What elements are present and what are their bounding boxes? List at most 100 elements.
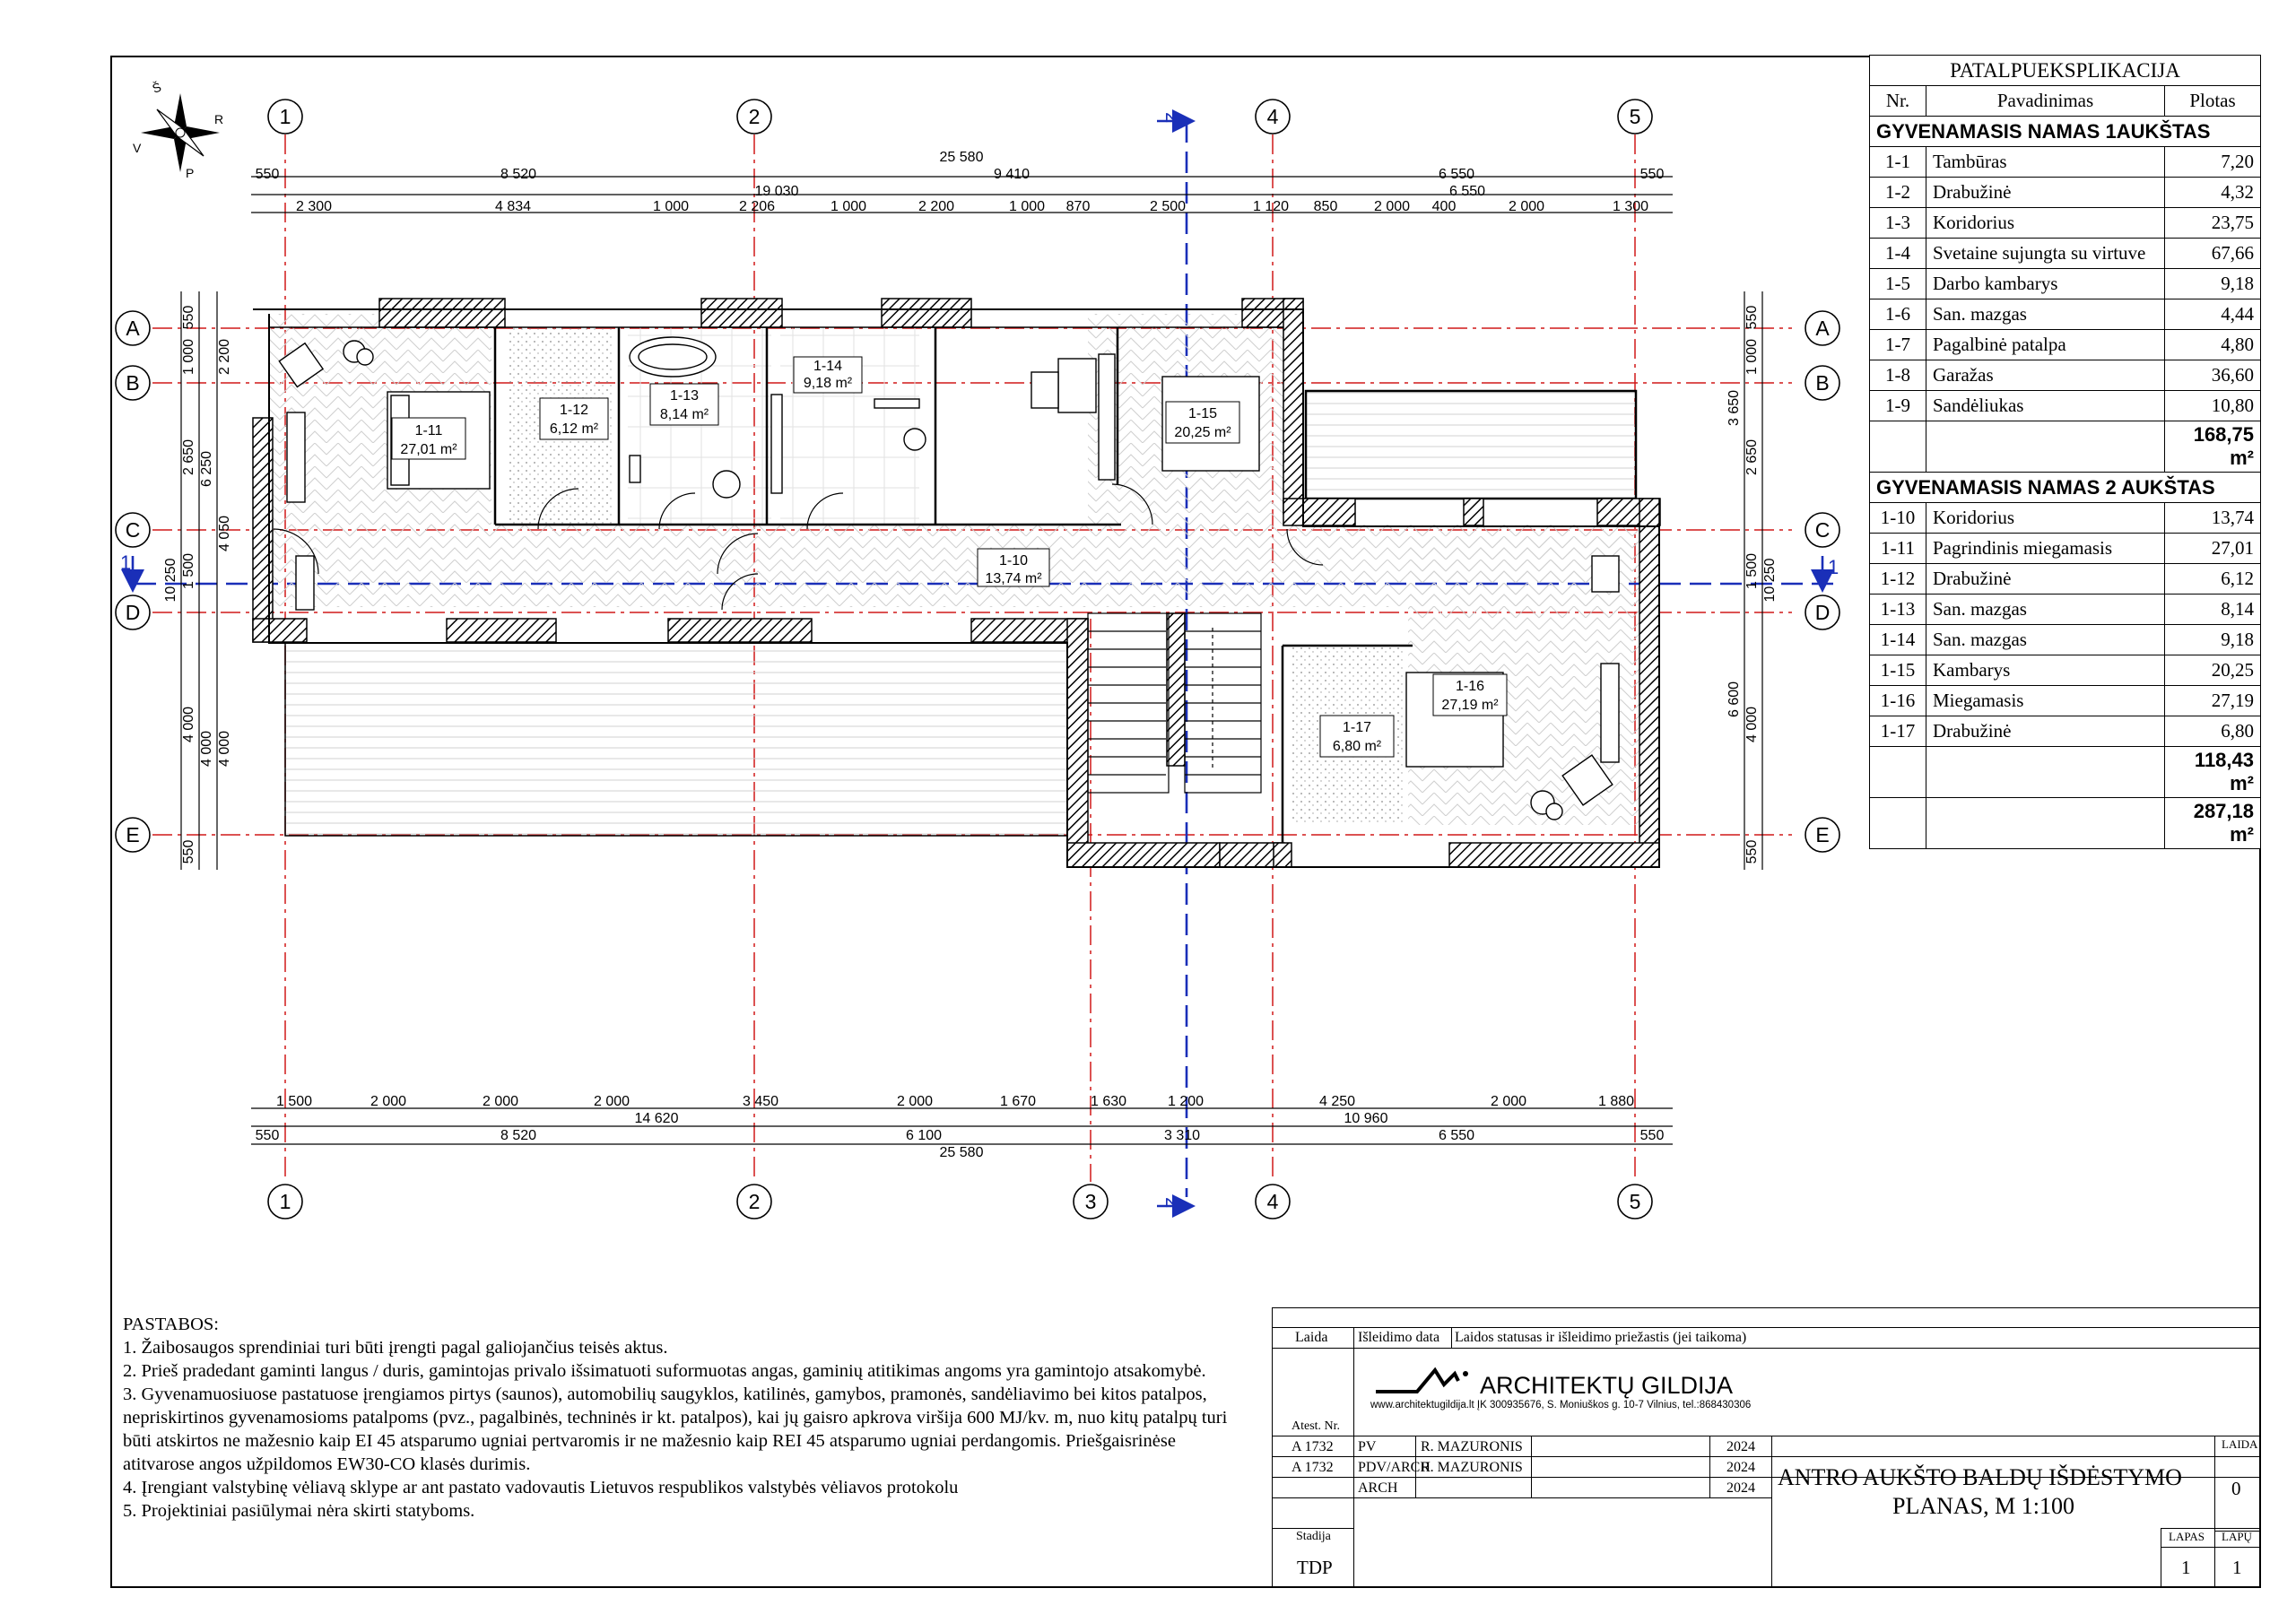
stadija-value: TDP <box>1297 1557 1333 1578</box>
staff-atest: A 1732 <box>1292 1439 1334 1454</box>
col-nr: Nr. <box>1869 85 1926 117</box>
dim-top-r3-1: 4 834 <box>495 199 531 214</box>
isleidimo-data-header: Išleidimo data <box>1358 1330 1440 1345</box>
dim-bot-sub-0: 14 620 <box>635 1111 679 1126</box>
dim-top-r3-13: 2 000 <box>1509 199 1544 214</box>
staff-year: 2024 <box>1726 1480 1755 1496</box>
axis-label-3-bottom: 3 <box>1085 1190 1097 1213</box>
dim-right-5: 10 250 <box>1762 558 1778 602</box>
dim-bot-overall: 25 580 <box>940 1145 984 1160</box>
laida-header: Laida <box>1295 1330 1328 1345</box>
section-floor-2: GYVENAMASIS NAMAS 2 AUKŠTAS <box>1869 472 2261 503</box>
room-id-1-17: 1-17 <box>1343 720 1371 735</box>
section-mark-right: 1 <box>1828 556 1839 578</box>
notes-block: PASTABOS: 1. Žaibosaugos sprendiniai tur… <box>123 1313 1235 1523</box>
dim-top-r3-12: 400 <box>1432 199 1457 214</box>
axis-bubbles-top <box>267 99 1653 135</box>
atest-label: Atest. Nr. <box>1292 1419 1341 1433</box>
col-name: Pavadinimas <box>1926 85 2165 117</box>
dim-bot-r1-5: 2 000 <box>897 1094 933 1109</box>
dim-left-1: 1 000 <box>181 339 196 375</box>
dim-bot-r2-1: 8 520 <box>500 1128 536 1143</box>
terrace-bottom <box>284 642 1068 837</box>
dim-bot-r1-11: 1 880 <box>1598 1094 1634 1109</box>
dim-left-2: 2 200 <box>217 339 232 375</box>
room-area-1-11: 27,01 m² <box>400 442 457 457</box>
dim-right-0: 550 <box>1744 306 1760 330</box>
staff-year: 2024 <box>1726 1439 1755 1454</box>
dim-right-4: 1 500 <box>1744 553 1760 589</box>
explication-title: PATALPUEKSPLIKACIJA <box>1869 55 2261 86</box>
axis-label-C-right: C <box>1815 518 1831 542</box>
dim-top-4: 6 550 <box>1439 167 1474 182</box>
dim-bot-r1-3: 2 000 <box>594 1094 630 1109</box>
lapas-value: 1 <box>2181 1557 2191 1578</box>
section-mark-bottom: 2 <box>1161 1197 1184 1208</box>
dim-left-11: 550 <box>181 840 196 864</box>
axis-label-B-left: B <box>126 371 139 395</box>
dim-top-r3-9: 1 120 <box>1253 199 1289 214</box>
west-label: V <box>133 141 142 155</box>
staircase <box>1087 612 1262 794</box>
dimension-lines <box>180 176 1763 1145</box>
dim-top-r3-5: 2 200 <box>918 199 954 214</box>
lapu-value: 1 <box>2232 1557 2242 1578</box>
note-item: 3. Gyvenamuosiuose pastatuose įrengiamos… <box>123 1384 1228 1474</box>
axis-label-A-left: A <box>126 317 140 340</box>
dim-top-r3-4: 1 000 <box>831 199 866 214</box>
laida-value: 0 <box>2231 1478 2241 1499</box>
col-area: Plotas <box>2164 85 2261 117</box>
laidos-statusas-header: Laidos statusas ir išleidimo priežastis … <box>1455 1330 1747 1345</box>
dim-bot-r1-2: 2 000 <box>483 1094 518 1109</box>
axis-label-D-right: D <box>1815 601 1831 624</box>
room-id-1-14: 1-14 <box>813 359 842 374</box>
note-item: 2. Prieš pradedant gaminti langus / duri… <box>123 1361 1206 1381</box>
room-id-1-15: 1-15 <box>1188 406 1217 421</box>
dim-top-r3-8: 2 500 <box>1150 199 1186 214</box>
dim-left-10: 4 000 <box>217 731 232 767</box>
room-tags <box>391 356 1508 758</box>
lapas-label: LAPAS <box>2169 1530 2205 1543</box>
dim-top-r3-3: 2 206 <box>739 199 775 214</box>
east-label: R <box>214 112 223 126</box>
dim-right-8: 550 <box>1744 840 1760 864</box>
dim-bot-r2-4: 6 550 <box>1439 1128 1474 1143</box>
axis-label-2-top: 2 <box>749 105 761 128</box>
dim-top-1: 550 <box>256 167 280 182</box>
axis-label-B-right: B <box>1815 371 1829 395</box>
grand-total: 287,18 m² <box>2164 797 2261 849</box>
axis-label-5-top: 5 <box>1630 105 1641 128</box>
notes-title: PASTABOS: <box>123 1315 219 1334</box>
axis-label-4-bottom: 4 <box>1267 1190 1279 1213</box>
dim-bot-r1-6: 1 670 <box>1000 1094 1036 1109</box>
staff-name: R. MAZURONIS <box>1421 1460 1523 1475</box>
staff-atest: A 1732 <box>1292 1460 1334 1475</box>
north-label: Š <box>151 80 163 96</box>
stadija-label: Stadija <box>1296 1530 1331 1543</box>
staff-role: PV <box>1358 1439 1377 1454</box>
dim-right-7: 4 000 <box>1744 707 1760 742</box>
dim-right-1: 1 000 <box>1744 339 1760 375</box>
section-arrows <box>121 109 1834 1218</box>
dim-bot-r1-0: 1 500 <box>276 1094 312 1109</box>
axis-label-E-right: E <box>1815 823 1829 846</box>
room-explication-table: PATALPUEKSPLIKACIJA Nr. Pavadinimas Plot… <box>1869 55 2261 849</box>
north-arrow-icon <box>141 93 220 172</box>
dim-bot-r1-4: 3 450 <box>743 1094 778 1109</box>
axis-label-A-right: A <box>1815 317 1830 340</box>
dim-left-8: 4 000 <box>181 707 196 742</box>
axis-bubbles-bottom <box>267 1184 1653 1219</box>
sheet-title-line-1: ANTRO AUKŠTO BALDŲ IŠDĖSTYMO <box>1778 1464 2182 1490</box>
dim-left-4: 6 250 <box>199 451 214 487</box>
dim-bot-sub-1: 10 960 <box>1344 1111 1388 1126</box>
room-area-1-17: 6,80 m² <box>1333 739 1382 754</box>
